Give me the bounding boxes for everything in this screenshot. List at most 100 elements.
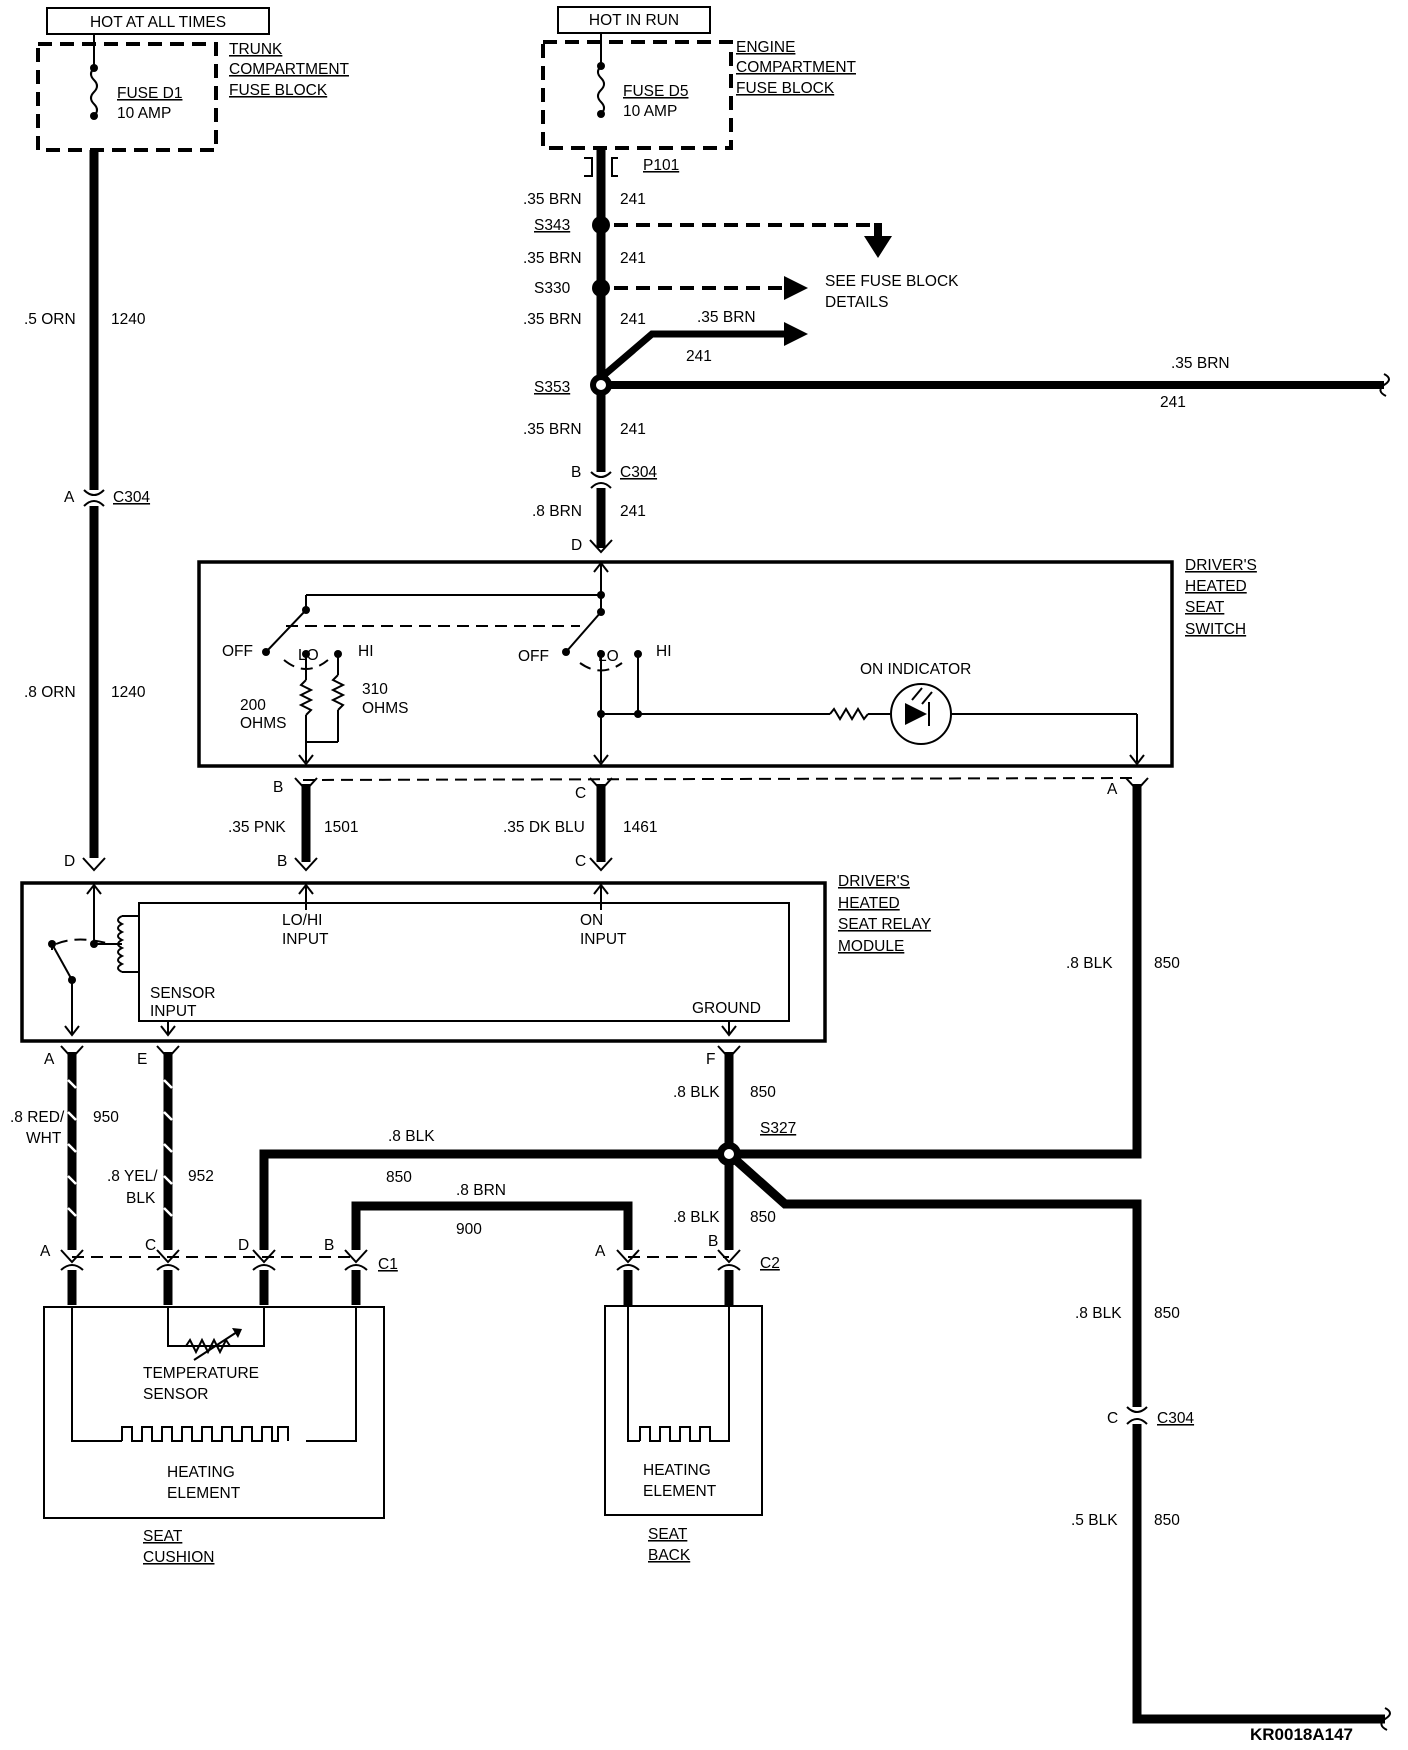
svg-text:241: 241 xyxy=(1160,394,1186,411)
svg-text:S353: S353 xyxy=(534,379,570,396)
svg-text:310: 310 xyxy=(362,681,388,698)
svg-text:HEATING: HEATING xyxy=(167,1464,235,1481)
svg-text:B: B xyxy=(708,1233,718,1250)
svg-text:S343: S343 xyxy=(534,217,570,234)
svg-text:MODULE: MODULE xyxy=(838,938,904,955)
svg-text:.8 BLK: .8 BLK xyxy=(673,1209,720,1226)
fuse-d5-icon xyxy=(597,65,605,115)
svg-text:C: C xyxy=(575,785,586,802)
svg-text:HEATING: HEATING xyxy=(643,1462,711,1479)
connector-c304-b: B C304 xyxy=(571,464,657,489)
svg-text:1461: 1461 xyxy=(623,819,657,836)
svg-text:DRIVER'S: DRIVER'S xyxy=(1185,557,1257,574)
connector-c2: A B C2 xyxy=(595,1233,780,1305)
svg-text:SWITCH: SWITCH xyxy=(1185,621,1246,638)
svg-text:ENGINE: ENGINE xyxy=(736,39,795,56)
svg-text:C304: C304 xyxy=(1157,1410,1194,1427)
heating-element-icon xyxy=(121,1426,289,1442)
svg-text:850: 850 xyxy=(750,1209,776,1226)
svg-text:HEATED: HEATED xyxy=(1185,578,1247,595)
wire-952: E .8 YEL/ BLK 952 xyxy=(107,1045,214,1250)
svg-text:CUSHION: CUSHION xyxy=(143,1549,214,1566)
svg-text:SEAT: SEAT xyxy=(1185,599,1225,616)
wire-850-relay-ground: F .8 BLK 850 xyxy=(673,1045,776,1154)
svg-text:.8 BLK: .8 BLK xyxy=(673,1084,720,1101)
svg-text:DETAILS: DETAILS xyxy=(825,294,888,311)
seat-back: HEATING ELEMENT SEAT BACK xyxy=(604,1305,763,1564)
svg-text:10 AMP: 10 AMP xyxy=(117,105,171,122)
svg-text:.35 BRN: .35 BRN xyxy=(523,311,582,328)
diagram-id: KR0018A147 xyxy=(1250,1725,1353,1744)
svg-text:A: A xyxy=(40,1243,51,1260)
svg-text:TEMPERATURE: TEMPERATURE xyxy=(143,1365,259,1382)
svg-text:C304: C304 xyxy=(620,464,657,481)
svg-text:ON INDICATOR: ON INDICATOR xyxy=(860,661,971,678)
svg-text:D: D xyxy=(571,537,582,554)
svg-text:A: A xyxy=(44,1051,55,1068)
svg-text:HI: HI xyxy=(656,643,672,660)
svg-text:COMPARTMENT: COMPARTMENT xyxy=(736,59,857,76)
wire-1240: .5 ORN 1240 .8 ORN 1240 xyxy=(24,150,146,858)
splice-s353: .35 BRN 241 .35 BRN 241 S353 xyxy=(534,309,1390,411)
svg-text:.8 BRN: .8 BRN xyxy=(532,503,582,520)
svg-text:LO: LO xyxy=(598,648,619,665)
svg-text:S330: S330 xyxy=(534,280,571,297)
svg-text:HEATED: HEATED xyxy=(838,895,900,912)
svg-text:C: C xyxy=(145,1237,156,1254)
svg-text:SEE FUSE BLOCK: SEE FUSE BLOCK xyxy=(825,273,959,290)
source-hot-at-all-times: HOT AT ALL TIMES xyxy=(46,7,270,35)
svg-text:.5 ORN: .5 ORN xyxy=(24,311,76,328)
svg-text:SEAT RELAY: SEAT RELAY xyxy=(838,916,931,933)
relay-coil-icon xyxy=(117,915,125,973)
svg-text:A: A xyxy=(595,1243,606,1260)
svg-text:LO: LO xyxy=(298,647,319,664)
svg-text:OFF: OFF xyxy=(518,648,549,665)
svg-text:HI: HI xyxy=(358,643,374,660)
fuse-d1-icon xyxy=(90,67,98,117)
svg-text:B: B xyxy=(273,779,283,796)
svg-text:C: C xyxy=(1107,1410,1118,1427)
svg-text:241: 241 xyxy=(620,311,646,328)
svg-text:HOT AT ALL TIMES: HOT AT ALL TIMES xyxy=(90,14,226,31)
svg-text:241: 241 xyxy=(620,503,646,520)
splice-s343: S343 xyxy=(534,216,892,258)
svg-text:TRUNK: TRUNK xyxy=(229,41,283,58)
svg-text:INPUT: INPUT xyxy=(580,931,627,948)
svg-text:BACK: BACK xyxy=(648,1547,691,1564)
splice-s330: S330 xyxy=(534,276,808,300)
svg-text:241: 241 xyxy=(686,348,712,365)
svg-text:ELEMENT: ELEMENT xyxy=(167,1485,241,1502)
connector-c304-a: A C304 xyxy=(64,489,150,507)
svg-text:A: A xyxy=(1107,781,1118,798)
wire-850-switch-ground: A .8 BLK 850 xyxy=(1066,777,1180,1154)
svg-text:241: 241 xyxy=(620,191,646,208)
svg-text:.8 BRN: .8 BRN xyxy=(456,1182,506,1199)
svg-text:950: 950 xyxy=(93,1109,119,1126)
svg-text:.8 BLK: .8 BLK xyxy=(1066,955,1113,972)
see-fuse-block-note: SEE FUSE BLOCK DETAILS xyxy=(825,273,959,311)
wire-900: .8 BRN 900 xyxy=(351,1182,633,1250)
resistor-310-icon xyxy=(330,674,346,711)
svg-text:10 AMP: 10 AMP xyxy=(623,103,677,120)
svg-text:.35 BRN: .35 BRN xyxy=(697,309,756,326)
svg-text:FUSE D5: FUSE D5 xyxy=(623,83,688,100)
svg-text:C304: C304 xyxy=(113,489,150,506)
svg-text:850: 850 xyxy=(1154,1512,1180,1529)
svg-text:COMPARTMENT: COMPARTMENT xyxy=(229,61,350,78)
arrow-right-icon xyxy=(784,322,808,346)
svg-text:1501: 1501 xyxy=(324,819,358,836)
svg-text:241: 241 xyxy=(620,250,646,267)
wire-1501: B .35 PNK 1501 B xyxy=(228,777,358,872)
svg-text:OHMS: OHMS xyxy=(240,715,287,732)
svg-text:F: F xyxy=(706,1051,715,1068)
svg-text:200: 200 xyxy=(240,697,266,714)
svg-text:.35 BRN: .35 BRN xyxy=(523,191,582,208)
svg-text:952: 952 xyxy=(188,1168,214,1185)
wire-950: A .8 RED/ WHT 950 xyxy=(10,1045,119,1250)
svg-text:FUSE D1: FUSE D1 xyxy=(117,85,182,102)
svg-text:850: 850 xyxy=(750,1084,776,1101)
svg-text:S327: S327 xyxy=(760,1120,796,1137)
svg-text:1240: 1240 xyxy=(111,684,146,701)
svg-text:E: E xyxy=(137,1051,147,1068)
